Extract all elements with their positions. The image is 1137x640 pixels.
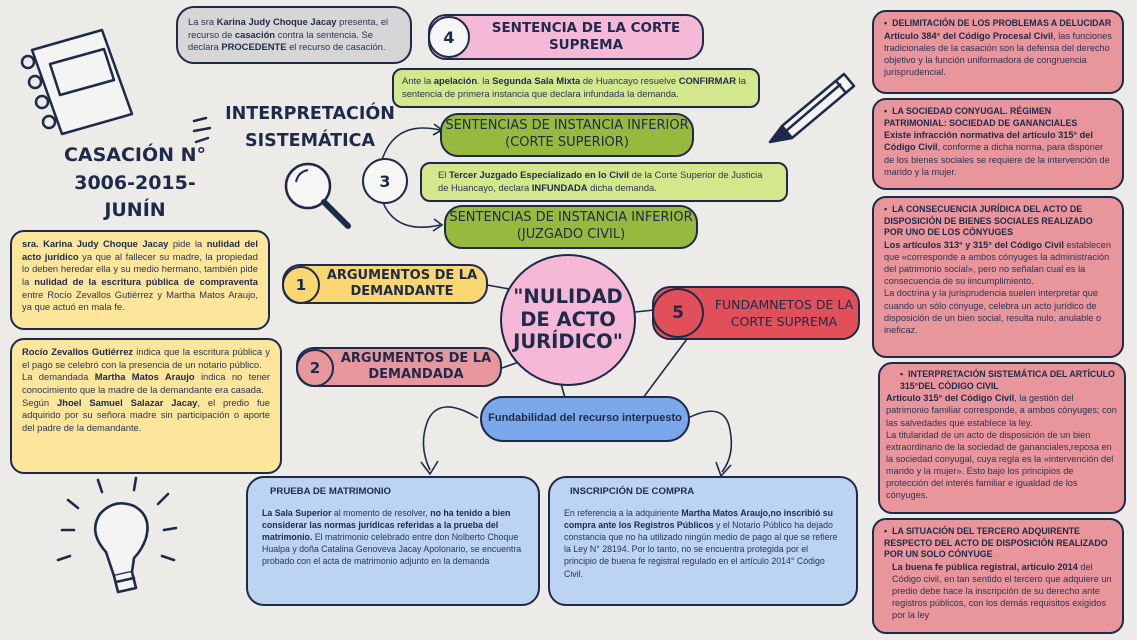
lightbulb-icon — [56, 476, 178, 594]
magnifier-icon — [284, 162, 351, 229]
prueba-matrimonio-box: PRUEBA DE MATRIMONIO La Sala Superior al… — [246, 476, 540, 606]
page-title: CASACIÓN N° 3006-2015- JUNÍN — [40, 142, 230, 225]
demandante-text-box: sra. Karina Judy Choque Jacay pide la nu… — [10, 230, 270, 330]
sentencia-corte-suprema-pill: SENTENCIA DE LA CORTE SUPREMA — [428, 14, 704, 60]
sparkle-icon — [192, 116, 212, 144]
sentencias-corte-superior-pill: SENTENCIAS DE INSTANCIA INFERIOR (CORTE … — [440, 113, 694, 157]
number-2-badge: 2 — [296, 349, 334, 387]
title-line: CASACIÓN N° — [63, 144, 207, 166]
argumentos-demandada-label: ARGUMENTOS DE LA DEMANDADA — [340, 350, 492, 382]
sentencia-corte-suprema-label: SENTENCIA DE LA CORTE SUPREMA — [491, 20, 681, 53]
interpretacion-line: SISTEMÁTICA — [244, 131, 376, 152]
fundamento-paragraph: La doctrina y la jurisprudencia suelen i… — [884, 288, 1102, 335]
fundamento-paragraph: La titularidad de un acto de disposición… — [886, 429, 1114, 501]
fundamentos-corte-suprema-label: FUNDAMNETOS DE LA CORTE SUPREMA — [714, 296, 854, 330]
number-3-badge: 3 — [362, 158, 408, 204]
casacion-intro-box: La sra Karina Judy Choque Jacay presenta… — [176, 6, 412, 64]
fundamento-heading: DELIMITACIÓN DE LOS PROBLEMAS A DELUCIDA… — [884, 18, 1112, 30]
pencil-icon — [768, 72, 856, 144]
prueba-matrimonio-heading: PRUEBA DE MATRIMONIO — [270, 486, 391, 497]
fundamento-interpretacion-box: INTERPRETACIÓN SISTEMÁTICA DEL ARTÍCULO … — [878, 362, 1126, 514]
sentencias-juzgado-civil-label: SENTENCIAS DE INSTANCIA INFERIOR (JUZGAD… — [449, 210, 693, 242]
nulidad-acto-juridico-center: "NULIDAD DE ACTO JURÍDICO" — [500, 254, 636, 386]
interpretacion-line: INTERPRETACIÓN — [225, 104, 395, 124]
fundabilidad-label: Fundabilidad del recurso interpuesto — [488, 412, 682, 425]
fundamento-delimitacion-box: DELIMITACIÓN DE LOS PROBLEMAS A DELUCIDA… — [872, 10, 1124, 94]
number-1-badge: 1 — [282, 266, 320, 304]
fundamento-heading: LA SITUACIÓN DEL TERCERO ADQUIRENTE RESP… — [884, 526, 1112, 561]
fundamento-heading: LA CONSECUENCIA JURÍDICA DEL ACTO DE DIS… — [884, 204, 1112, 239]
argumentos-demandante-label: ARGUMENTOS DE LA DEMANDANTE — [326, 267, 478, 299]
argumentos-demandada-pill: ARGUMENTOS DE LA DEMANDADA — [296, 347, 502, 387]
fundamento-heading: LA SOCIEDAD CONYUGAL. RÉGIMEN PATRIMONIA… — [884, 106, 1112, 129]
juzgado-box: El Tercer Juzgado Especializado en lo Ci… — [420, 162, 788, 202]
interpretacion-title: INTERPRETACIÓN SISTEMÁTICA — [222, 101, 398, 155]
fundamento-consecuencia-juridica-box: LA CONSECUENCIA JURÍDICA DEL ACTO DE DIS… — [872, 196, 1124, 358]
apelacion-box: Ante la apelación. la Segunda Sala Mixta… — [392, 68, 760, 108]
fundamento-sociedad-conyugal-box: LA SOCIEDAD CONYUGAL. RÉGIMEN PATRIMONIA… — [872, 98, 1124, 190]
demandada-text-box: Rocío Zevallos Gutiérrez indica que la e… — [10, 338, 282, 474]
sentencias-juzgado-civil-pill: SENTENCIAS DE INSTANCIA INFERIOR (JUZGAD… — [444, 205, 698, 249]
title-line: JUNÍN — [104, 199, 166, 222]
number-5-badge: 5 — [652, 288, 704, 338]
fundabilidad-recurso-pill: Fundabilidad del recurso interpuesto — [480, 396, 690, 442]
number-4-badge: 4 — [428, 16, 470, 58]
fundamento-tercero-adquirente-box: LA SITUACIÓN DEL TERCERO ADQUIRENTE RESP… — [872, 518, 1124, 634]
center-label: "NULIDAD DE ACTO JURÍDICO" — [513, 285, 623, 354]
title-line: 3006-2015- — [74, 171, 196, 194]
sentencias-corte-superior-label: SENTENCIAS DE INSTANCIA INFERIOR (CORTE … — [445, 118, 689, 150]
inscripcion-compra-box: INSCRIPCIÓN DE COMPRA En referencia a la… — [548, 476, 858, 606]
notebook-icon — [20, 28, 134, 136]
fundamento-heading: INTERPRETACIÓN SISTEMÁTICA DEL ARTÍCULO … — [886, 369, 1118, 392]
inscripcion-compra-heading: INSCRIPCIÓN DE COMPRA — [570, 486, 695, 497]
